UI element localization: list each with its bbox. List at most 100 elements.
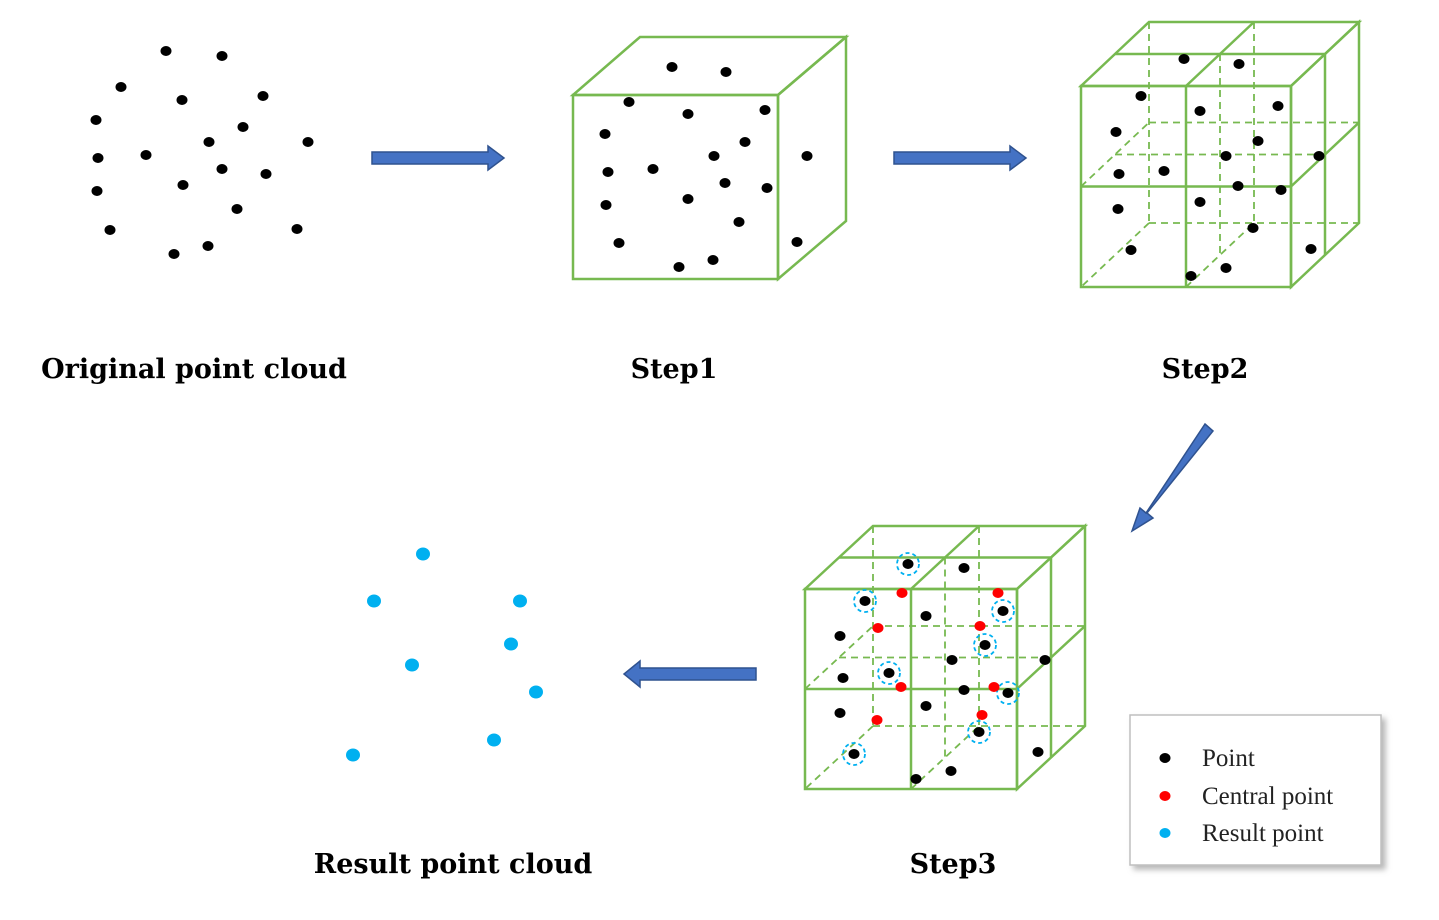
point	[1272, 101, 1284, 111]
point	[1275, 185, 1287, 195]
arrow-original-to-step1	[371, 144, 506, 172]
caption-original-point-cloud: Original point cloud	[41, 354, 347, 385]
point	[257, 91, 269, 101]
point	[708, 151, 720, 161]
selected-point-ring	[896, 552, 920, 576]
point	[231, 204, 243, 214]
central-point	[976, 710, 988, 720]
point	[1178, 54, 1190, 64]
point	[1185, 271, 1197, 281]
point	[666, 62, 678, 72]
selected-point-ring	[991, 599, 1015, 623]
point	[91, 186, 103, 196]
point	[599, 129, 611, 139]
point	[1232, 181, 1244, 191]
legend-label-central-point: Central point	[1202, 783, 1333, 810]
point	[682, 109, 694, 119]
result-point	[529, 685, 543, 699]
point	[176, 95, 188, 105]
point	[237, 122, 249, 132]
point	[202, 241, 214, 251]
caption-step1: Step1	[631, 354, 718, 385]
point	[140, 150, 152, 160]
arrow-step1-to-step2	[893, 144, 1028, 172]
caption-result-point-cloud: Result point cloud	[314, 849, 593, 880]
point	[1252, 136, 1264, 146]
point	[739, 137, 751, 147]
result-point-cloud	[346, 547, 543, 762]
result-point	[346, 748, 360, 762]
point	[260, 169, 272, 179]
result-point	[487, 733, 501, 747]
point	[958, 685, 970, 695]
result-point	[513, 594, 527, 608]
point	[1002, 688, 1014, 698]
point	[291, 224, 303, 234]
point	[761, 183, 773, 193]
point	[759, 105, 771, 115]
point	[883, 668, 895, 678]
step2-subdivided-cube	[1077, 19, 1363, 290]
legend-item-central-point: Central point	[1159, 783, 1333, 810]
original-point-cloud	[90, 46, 314, 259]
point	[673, 262, 685, 272]
point	[1247, 223, 1259, 233]
selected-point-ring	[842, 742, 866, 766]
point	[216, 51, 228, 61]
central-point	[992, 588, 1004, 598]
point	[1220, 151, 1232, 161]
point	[160, 46, 172, 56]
result-point	[416, 547, 430, 561]
point	[1110, 127, 1122, 137]
point	[719, 178, 731, 188]
point	[1158, 166, 1170, 176]
point	[1112, 204, 1124, 214]
point	[115, 82, 127, 92]
point	[682, 194, 694, 204]
result-point-swatch	[1159, 828, 1171, 838]
caption-step3: Step3	[910, 849, 997, 880]
central-point	[896, 588, 908, 598]
point	[834, 708, 846, 718]
point	[946, 655, 958, 665]
point	[733, 217, 745, 227]
point	[837, 673, 849, 683]
point	[1194, 106, 1206, 116]
point	[707, 255, 719, 265]
point	[973, 727, 985, 737]
central-point	[872, 623, 884, 633]
selected-point-ring	[996, 681, 1020, 705]
point-swatch	[1159, 753, 1171, 763]
point	[1305, 244, 1317, 254]
point	[910, 774, 922, 784]
legend-item-result-point: Result point	[1159, 820, 1324, 847]
legend-item-point: Point	[1159, 745, 1255, 772]
selected-point-ring	[853, 589, 877, 613]
central-point	[974, 621, 986, 631]
result-point	[367, 594, 381, 608]
point	[979, 640, 991, 650]
point	[945, 766, 957, 776]
point	[801, 151, 813, 161]
arrow-step3-to-result	[622, 659, 757, 689]
point	[720, 67, 732, 77]
point	[602, 167, 614, 177]
point	[958, 563, 970, 573]
point	[104, 225, 116, 235]
point	[1135, 91, 1147, 101]
point	[600, 200, 612, 210]
central-point	[871, 715, 883, 725]
point	[1032, 747, 1044, 757]
point	[168, 249, 180, 259]
selected-point-ring	[967, 720, 991, 744]
step1-cube	[569, 34, 850, 282]
point	[302, 137, 314, 147]
point	[1125, 245, 1137, 255]
central-point-swatch	[1159, 791, 1171, 801]
point	[90, 115, 102, 125]
caption-step2: Step2	[1162, 354, 1249, 385]
result-point	[504, 637, 518, 651]
point	[216, 164, 228, 174]
point	[92, 153, 104, 163]
